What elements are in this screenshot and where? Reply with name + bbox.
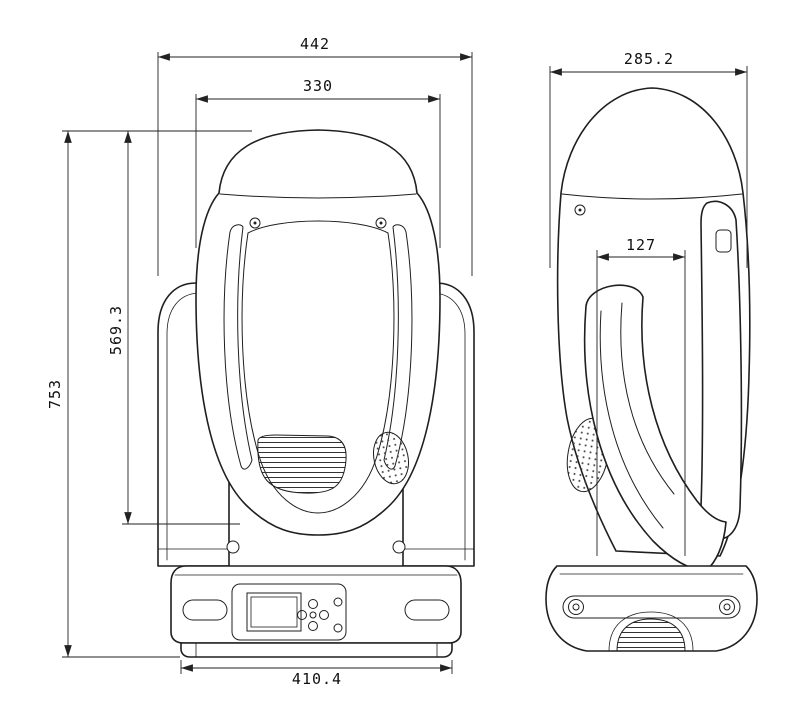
- dim-front-base-width: 410.4: [180, 660, 453, 688]
- dim-label-front-overall-height: 753: [46, 379, 64, 409]
- lcd-screen[interactable]: [246, 592, 302, 632]
- dim-front-overall-height: 753: [46, 130, 252, 658]
- base-handle-bar[interactable]: [562, 595, 741, 619]
- screw-side: [574, 204, 586, 216]
- base-plate-ticks: [195, 642, 438, 658]
- tilt-knob-left: [226, 540, 240, 554]
- dim-label-front-base-width: 410.4: [292, 670, 342, 688]
- dim-label-front-head-height: 569.3: [107, 305, 125, 355]
- louver-vent: [257, 434, 347, 494]
- dimensions: 442 330 753 569.3 410.4 285.2: [46, 35, 748, 688]
- base-plate: [180, 642, 453, 658]
- screw-right: [375, 217, 387, 229]
- side-blade-right: [383, 224, 413, 470]
- head-top-seam: [219, 193, 417, 199]
- control-buttons[interactable]: [297, 597, 343, 633]
- head-outline: [195, 129, 441, 536]
- handle-bolt-right: [719, 599, 735, 615]
- dim-label-side-arm-depth: 127: [626, 236, 656, 254]
- dim-front-head-height: 569.3: [107, 131, 240, 525]
- dim-side-arm-depth: 127: [596, 236, 686, 556]
- dim-front-head-width: 330: [195, 77, 441, 248]
- front-bezel: [241, 220, 395, 514]
- head-side-seam: [561, 193, 743, 200]
- tilt-knob-right: [392, 540, 406, 554]
- base-side: [545, 565, 758, 652]
- fan-vent: [616, 618, 686, 652]
- front-view: [157, 129, 475, 658]
- dim-side-overall-depth: 285.2: [549, 50, 748, 268]
- dim-front-overall-width: 442: [157, 35, 473, 276]
- fan-outer-arc: [608, 611, 694, 652]
- side-view: [545, 87, 758, 652]
- yoke-arm-side-curve-1: [599, 310, 664, 529]
- dim-label-side-overall-depth: 285.2: [624, 50, 674, 68]
- yoke-arm-side: [583, 284, 727, 572]
- display-panel: [231, 583, 347, 641]
- dim-label-front-head-width: 330: [303, 77, 333, 95]
- screw-left: [249, 217, 261, 229]
- yoke-arm-side-curve-2: [620, 302, 675, 495]
- yoke-arm-left-inner-line: [166, 292, 199, 561]
- dim-label-front-overall-width: 442: [300, 35, 330, 53]
- handle-slot-right: [404, 599, 450, 621]
- dotted-vent: [373, 431, 409, 485]
- lcd-screen-inner: [250, 596, 298, 628]
- handle-bolt-left: [568, 599, 584, 615]
- side-pod-latch: [715, 229, 732, 253]
- handle-slot-left: [182, 599, 228, 621]
- side-blade-left: [223, 224, 253, 470]
